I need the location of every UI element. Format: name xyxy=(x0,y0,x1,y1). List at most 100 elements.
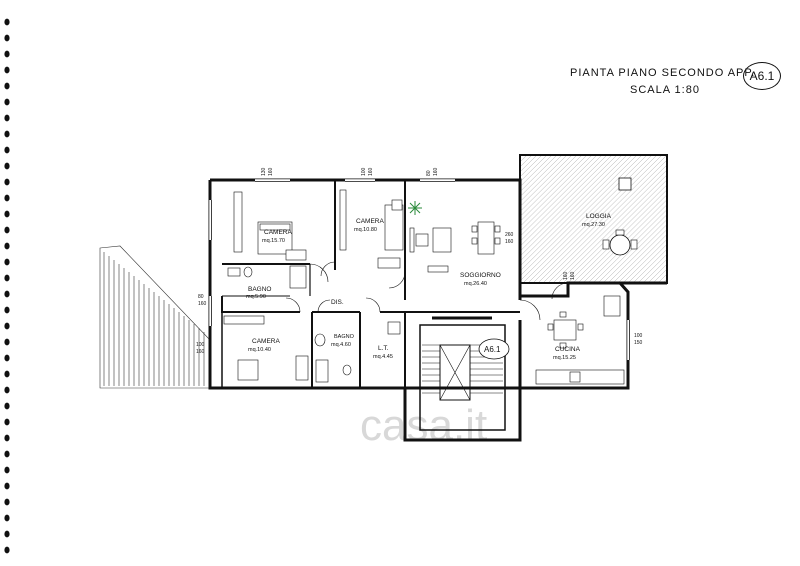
binder-hole xyxy=(4,210,10,218)
room-label-bagno-460: BAGNO mq.4.60 xyxy=(331,334,355,348)
binder-hole xyxy=(4,162,10,170)
binder-hole xyxy=(4,194,10,202)
hatch-line xyxy=(528,156,657,282)
svg-text:mq.5.90: mq.5.90 xyxy=(246,294,266,300)
hatch-line xyxy=(648,264,666,282)
room-label-dis: DIS. xyxy=(331,299,344,306)
binder-hole xyxy=(4,114,10,122)
stairwell xyxy=(419,316,506,431)
svg-text:160: 160 xyxy=(268,167,274,176)
plant-icon xyxy=(408,201,422,215)
hatch-line xyxy=(521,156,522,157)
hatch-line xyxy=(618,235,666,282)
hatch-line xyxy=(633,250,666,282)
hatch-line xyxy=(608,225,666,282)
binder-hole xyxy=(4,290,10,298)
svg-text:80: 80 xyxy=(198,294,204,300)
furniture xyxy=(223,189,625,385)
svg-text:mq.4.45: mq.4.45 xyxy=(373,354,393,360)
hatch-line xyxy=(548,165,666,282)
hatch-line xyxy=(521,156,547,182)
svg-text:100: 100 xyxy=(361,167,367,176)
room-label-camera-1080: CAMERA mq.10.80 xyxy=(354,218,384,233)
roof-area xyxy=(99,245,211,389)
room-label-soggiorno: SOGGIORNO mq.26.40 xyxy=(460,272,501,287)
binder-hole xyxy=(4,354,10,362)
binder-hole xyxy=(4,226,10,234)
room-label-loggia: LOGGIA mq.27.30 xyxy=(582,213,612,228)
room-label-bagno-590: BAGNO mq.5.90 xyxy=(246,286,271,300)
hatch-line xyxy=(543,160,666,282)
svg-text:SOGGIORNO: SOGGIORNO xyxy=(460,272,501,279)
hatch-line xyxy=(521,156,597,231)
binder-hole xyxy=(4,130,10,138)
hatch-line xyxy=(603,220,666,282)
binder-holes xyxy=(4,18,10,554)
binder-hole xyxy=(4,242,10,250)
binder-hole xyxy=(4,82,10,90)
room-label-cucina: CUCINA mq.15.25 xyxy=(553,346,581,361)
dimension-soggiorno: 260 160 xyxy=(505,232,514,245)
hatch-line xyxy=(628,245,666,282)
hatch-line xyxy=(521,156,637,271)
apartment-code-badge: A6.1 xyxy=(743,62,781,90)
hatch-line xyxy=(573,190,666,282)
hatch-line xyxy=(653,269,666,282)
dimension-top-2: 100 160 xyxy=(361,167,374,176)
hatch-line xyxy=(588,205,666,282)
svg-text:BAGNO: BAGNO xyxy=(334,334,355,340)
hatch-line xyxy=(598,215,666,282)
hatch-line xyxy=(568,185,666,282)
binder-hole xyxy=(4,498,10,506)
hatch-line xyxy=(643,259,666,282)
svg-text:160: 160 xyxy=(368,167,374,176)
binder-hole xyxy=(4,386,10,394)
hatch-line xyxy=(521,156,577,211)
binder-hole xyxy=(4,258,10,266)
dimension-top-1: 130 160 xyxy=(261,167,274,176)
hatch-line xyxy=(679,156,800,282)
svg-text:L.T.: L.T. xyxy=(378,345,389,352)
sheet-scale: SCALA 1:80 xyxy=(630,84,700,96)
binder-hole xyxy=(4,418,10,426)
svg-text:BAGNO: BAGNO xyxy=(248,286,271,293)
svg-text:100: 100 xyxy=(634,333,643,339)
svg-text:mq.27.30: mq.27.30 xyxy=(582,222,605,228)
hatch-line xyxy=(684,156,800,282)
title-block: PIANTA PIANO SECONDO APP. SCALA 1:80 A6.… xyxy=(568,62,788,106)
hatch-line xyxy=(521,156,592,226)
svg-text:160: 160 xyxy=(196,349,205,355)
dimension-top-3: 80 160 xyxy=(426,167,439,176)
binder-hole xyxy=(4,34,10,42)
binder-hole xyxy=(4,370,10,378)
binder-hole xyxy=(4,338,10,346)
hatch-line xyxy=(663,279,666,282)
svg-text:CAMERA: CAMERA xyxy=(252,338,280,345)
hatch-line xyxy=(658,274,666,282)
room-label-camera-1570: CAMERA mq.15.70 xyxy=(262,229,292,244)
hatch-line xyxy=(533,156,662,282)
room-label-lt: L.T. mq.4.45 xyxy=(373,345,393,360)
hatch-line xyxy=(521,156,642,276)
svg-text:160: 160 xyxy=(563,271,569,280)
svg-text:160: 160 xyxy=(505,239,514,245)
binder-hole xyxy=(4,434,10,442)
hatch-line xyxy=(538,156,666,282)
hatch-line xyxy=(521,156,587,221)
binder-hole xyxy=(4,146,10,154)
watermark: casa.it xyxy=(360,401,487,450)
svg-text:mq.15.70: mq.15.70 xyxy=(262,238,285,244)
hatch-line xyxy=(689,156,800,282)
binder-hole xyxy=(4,482,10,490)
svg-text:150: 150 xyxy=(634,340,643,346)
binder-hole xyxy=(4,178,10,186)
binder-hole xyxy=(4,18,10,26)
svg-text:260: 260 xyxy=(505,232,514,238)
hatch-line xyxy=(674,156,800,282)
hatch-line xyxy=(521,156,567,201)
svg-text:mq.4.60: mq.4.60 xyxy=(331,342,351,348)
svg-text:mq.10.80: mq.10.80 xyxy=(354,227,377,233)
hatch-line xyxy=(521,156,527,162)
svg-text:160: 160 xyxy=(433,167,439,176)
